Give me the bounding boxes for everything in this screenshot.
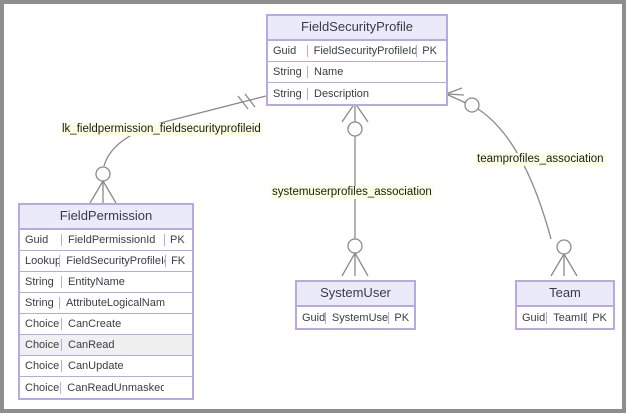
- table-row[interactable]: Lookup FieldSecurityProfileId FK: [20, 251, 192, 273]
- row-name: SystemUserId: [331, 311, 389, 324]
- table-row[interactable]: Guid FieldPermissionId PK: [20, 230, 192, 252]
- connector-teamprofiles: [445, 93, 467, 104]
- row-type: Choice: [20, 381, 62, 394]
- row-name: Name: [314, 66, 344, 79]
- row-name: CanUpdate: [68, 360, 124, 373]
- table-row[interactable]: Choice CanCreate: [20, 314, 192, 336]
- relationship-label-systemuserprofiles[interactable]: systemuserprofiles_association: [271, 186, 433, 199]
- table-row[interactable]: Guid TeamID PK: [517, 307, 613, 328]
- row-type: Choice: [20, 318, 62, 331]
- row-type: Choice: [20, 360, 62, 373]
- entity-title: FieldPermission: [20, 205, 192, 231]
- row-type: Guid: [297, 311, 326, 324]
- row-key: PK: [388, 311, 414, 324]
- table-row[interactable]: Guid FieldSecurityProfileId PK: [268, 41, 446, 63]
- table-row[interactable]: String AttributeLogicalName: [20, 293, 192, 315]
- entity-fieldsecurityprofile[interactable]: FieldSecurityProfile Guid FieldSecurityP…: [266, 14, 448, 107]
- row-name: TeamID: [553, 311, 586, 324]
- relationship-label-lk-fieldpermission[interactable]: lk_fieldpermission_fieldsecurityprofilei…: [61, 123, 262, 136]
- row-type: Choice: [20, 339, 62, 352]
- row-type: Lookup: [20, 255, 61, 268]
- row-key: FK: [165, 255, 192, 268]
- row-type: String: [20, 276, 62, 289]
- entity-team[interactable]: Team Guid TeamID PK: [515, 280, 615, 331]
- relationship-label-teamprofiles[interactable]: teamprofiles_association: [476, 153, 605, 166]
- entity-title: Team: [517, 282, 613, 308]
- row-name: AttributeLogicalName: [65, 297, 166, 310]
- row-type: Guid: [268, 45, 308, 58]
- row-name: CanReadUnmasked: [67, 381, 165, 394]
- table-row[interactable]: Guid SystemUserId PK: [297, 307, 414, 328]
- entity-fieldpermission[interactable]: FieldPermission Guid FieldPermissionId P…: [18, 203, 194, 401]
- table-row[interactable]: String Name: [268, 62, 446, 84]
- row-type: Guid: [517, 311, 548, 324]
- row-key: PK: [586, 311, 613, 324]
- row-name: CanCreate: [68, 318, 122, 331]
- table-row[interactable]: String Description: [268, 83, 446, 104]
- row-name: Description: [314, 87, 370, 100]
- row-key: PK: [416, 45, 446, 58]
- table-row[interactable]: Choice CanReadUnmasked: [20, 377, 192, 398]
- table-row[interactable]: Choice CanUpdate: [20, 356, 192, 378]
- row-name: EntityName: [68, 276, 125, 289]
- entity-systemuser[interactable]: SystemUser Guid SystemUserId PK: [295, 280, 416, 331]
- row-type: String: [268, 66, 308, 79]
- entity-title: SystemUser: [297, 282, 414, 308]
- row-key: PK: [164, 234, 192, 247]
- row-name: FieldSecurityProfileId: [313, 45, 417, 58]
- row-type: Guid: [20, 234, 62, 247]
- table-row[interactable]: String EntityName: [20, 272, 192, 294]
- row-name: CanRead: [68, 339, 115, 352]
- row-name: FieldSecurityProfileId: [66, 255, 166, 268]
- row-name: FieldPermissionId: [68, 234, 156, 247]
- row-type: String: [20, 297, 60, 310]
- table-row[interactable]: Choice CanRead: [20, 335, 192, 357]
- entity-title: FieldSecurityProfile: [268, 16, 446, 42]
- row-type: String: [268, 87, 308, 100]
